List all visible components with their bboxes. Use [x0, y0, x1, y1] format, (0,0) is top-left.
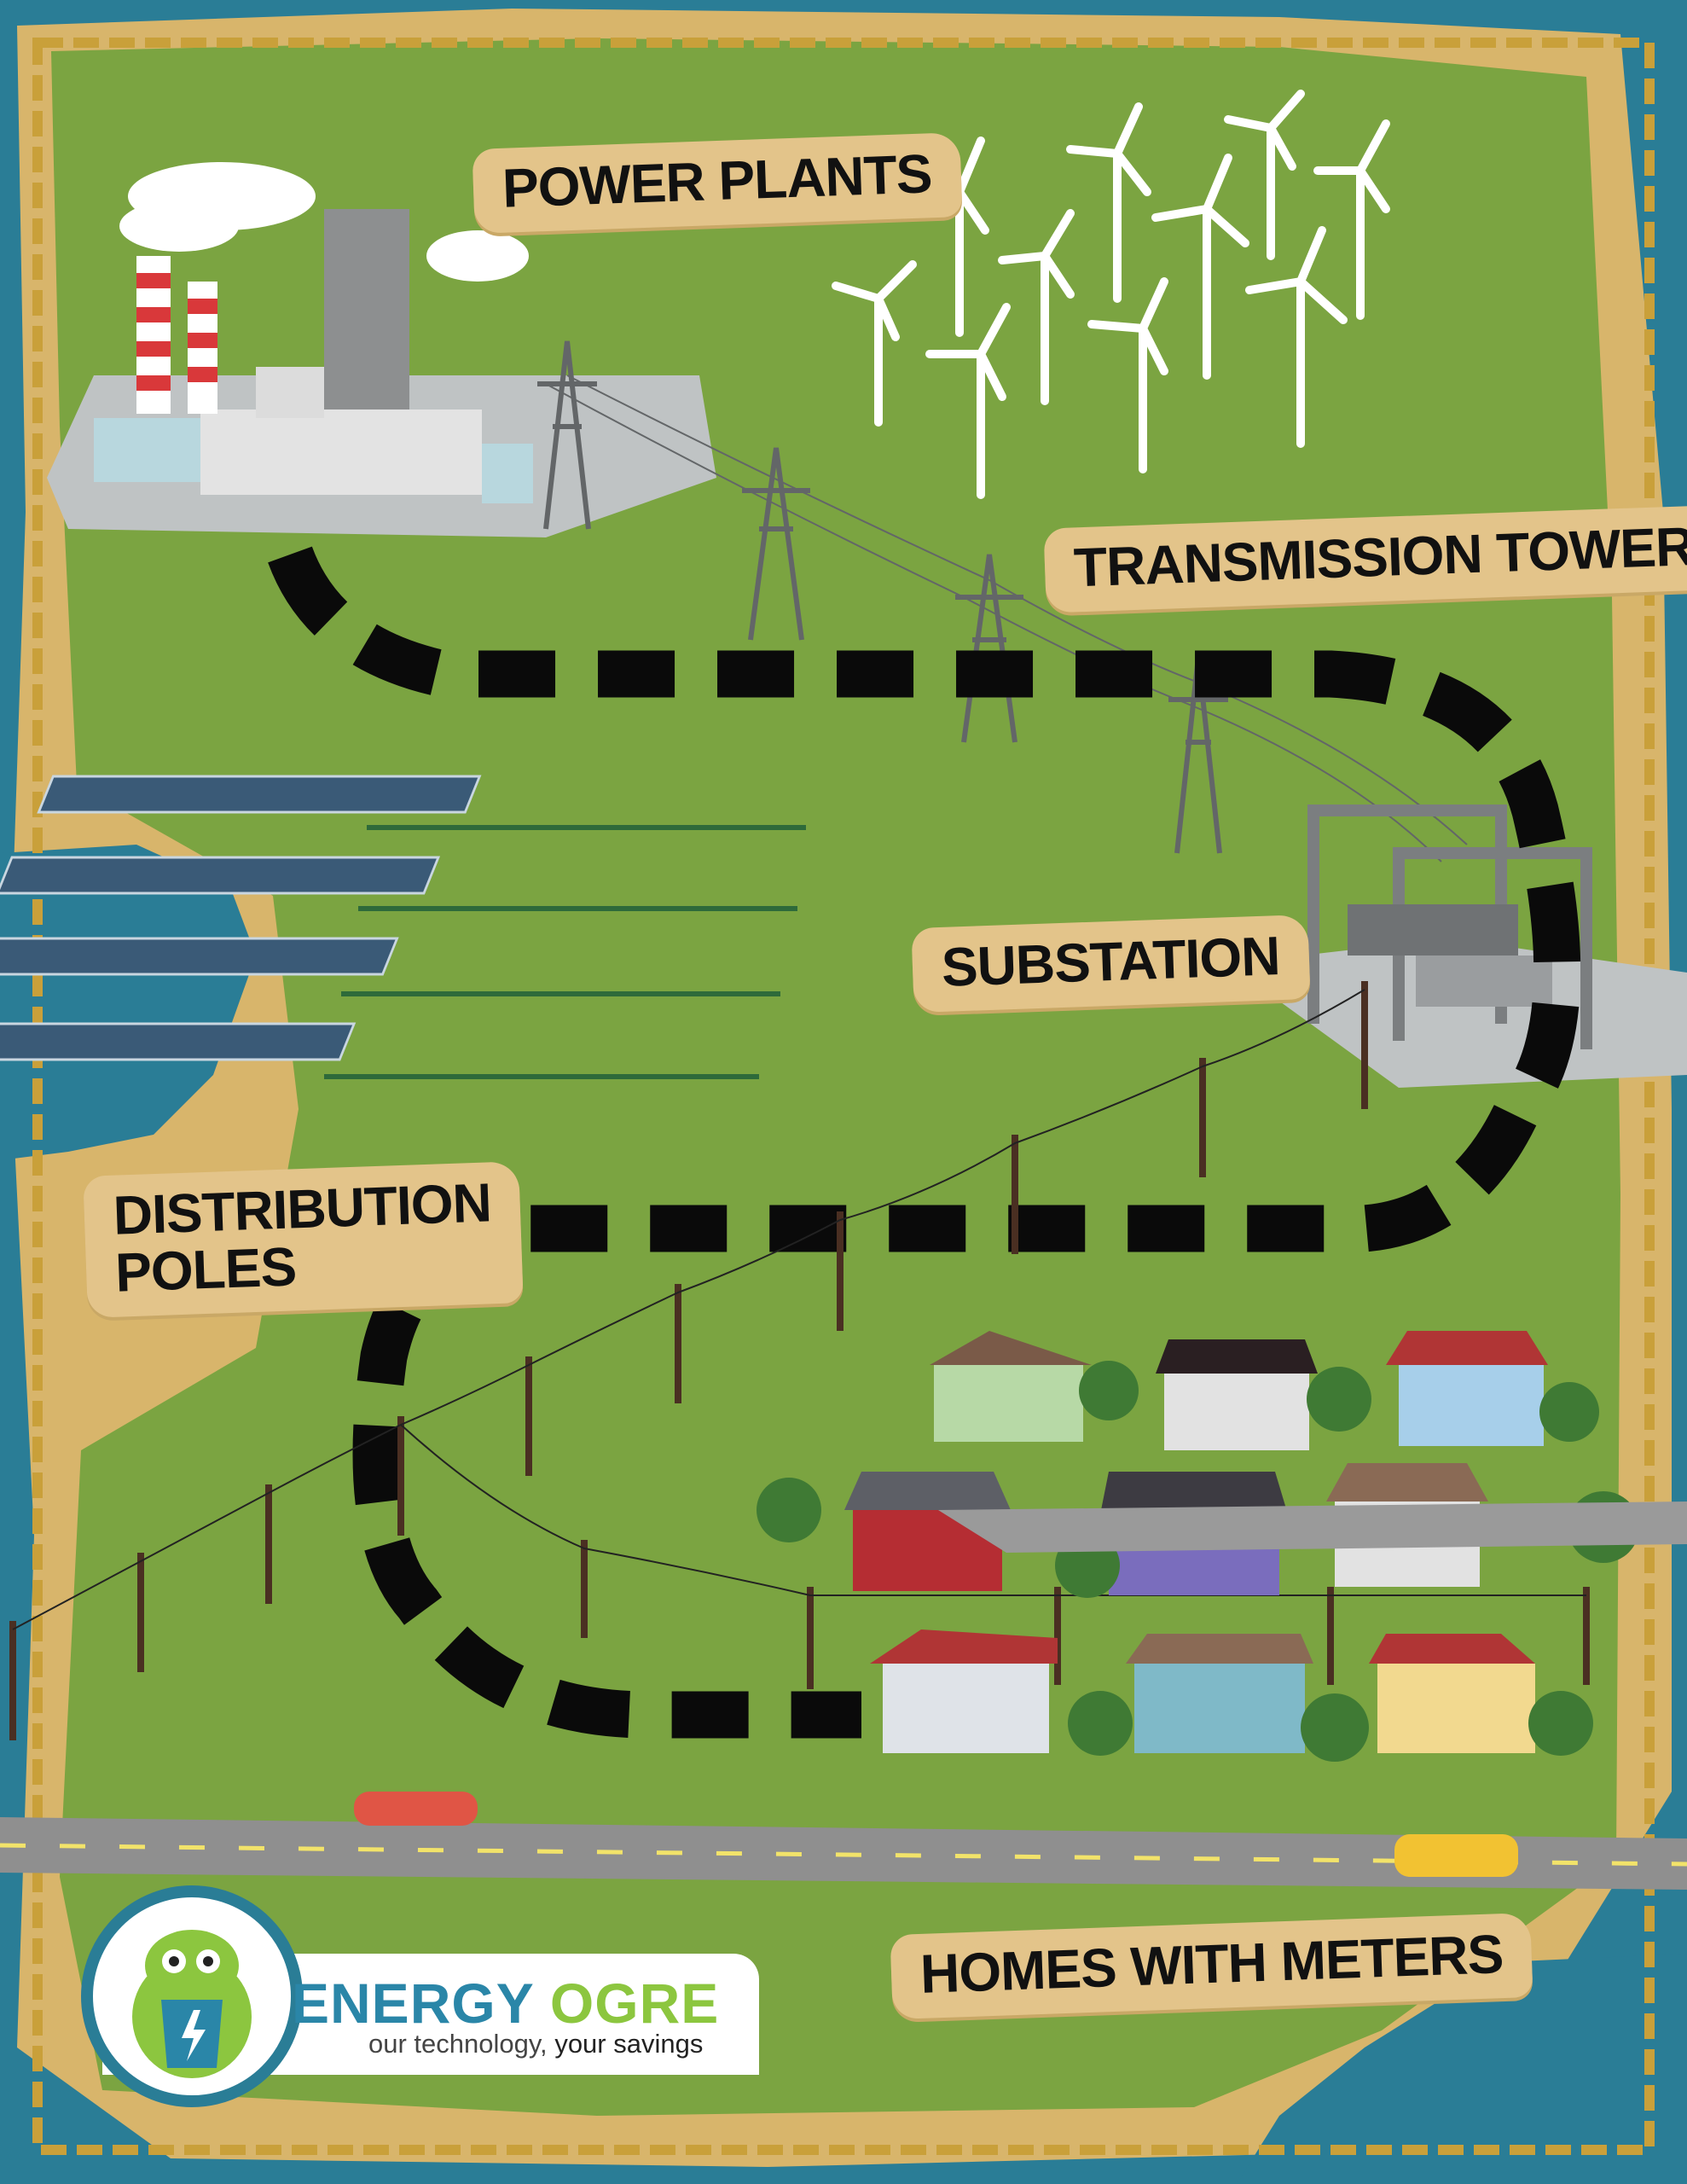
label-power-plants: POWER PLANTS	[472, 132, 963, 235]
left-lake	[0, 845, 256, 1160]
solar-farm	[0, 775, 482, 1061]
red-car	[354, 1792, 478, 1826]
label-substation: SUBSTATION	[911, 914, 1311, 1014]
brand-name: ENERGY OGRE	[292, 1971, 719, 2036]
energy-path	[268, 545, 1581, 1739]
tagline-part2: your savings	[554, 2029, 704, 2059]
yellow-taxi	[1394, 1834, 1518, 1877]
brand-name-part1: ENERGY	[292, 1972, 534, 2035]
substation-illustration	[1228, 804, 1687, 1088]
brand-tagline: our technology, your savings	[368, 2029, 703, 2059]
label-distribution-line1: DISTRIBUTION	[112, 1171, 492, 1246]
label-distribution-line2: POLES	[113, 1235, 298, 1304]
distribution-lines	[12, 989, 1586, 1630]
label-distribution-poles: DISTRIBUTION POLES	[83, 1161, 524, 1319]
ogre-mascot-icon	[132, 1930, 252, 2078]
brand-name-part2: OGRE	[549, 1972, 720, 2035]
transmission-towers	[537, 340, 1468, 863]
map-border	[32, 38, 1655, 2155]
tagline-part1: our technology,	[368, 2029, 548, 2059]
wind-farm	[832, 90, 1390, 499]
distribution-poles	[9, 981, 1590, 1740]
bottom-right-water	[1237, 1954, 1687, 2184]
ogre-mascot-logo	[81, 1885, 303, 2107]
